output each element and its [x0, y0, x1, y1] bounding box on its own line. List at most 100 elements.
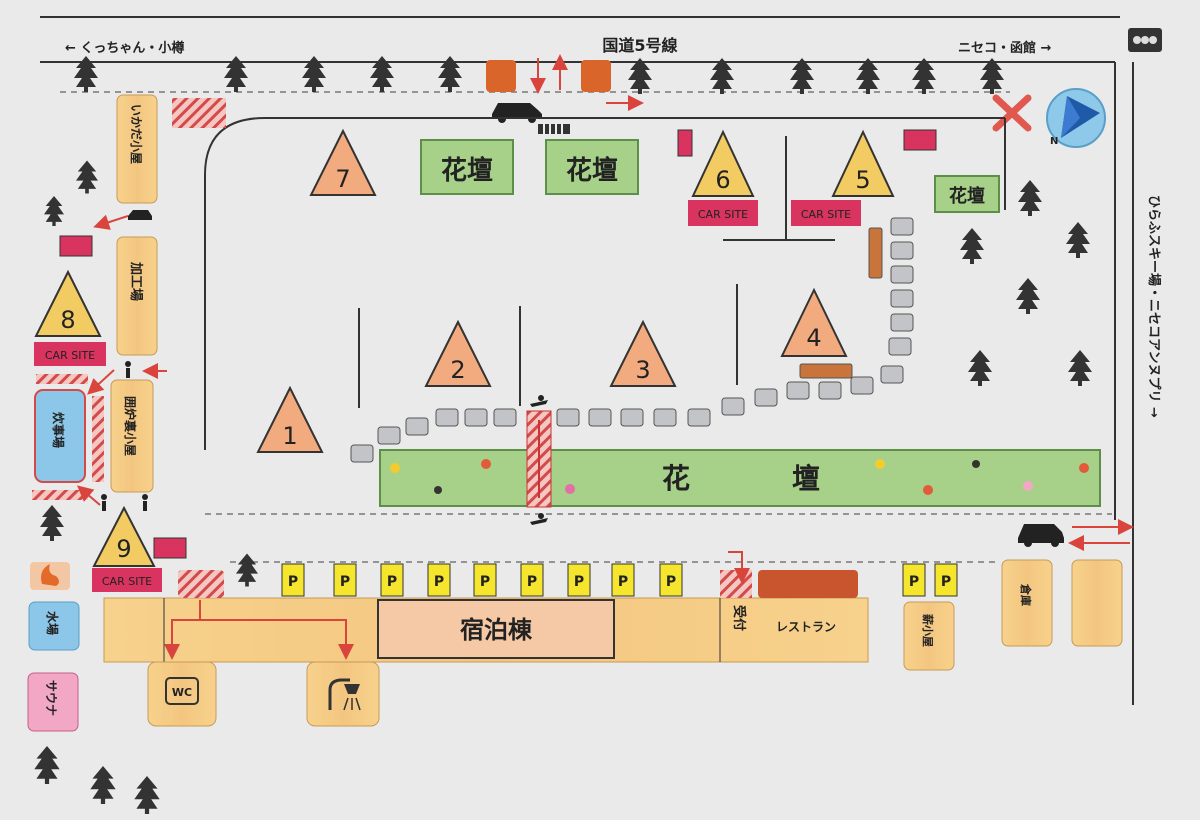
car-icon — [1018, 524, 1064, 547]
svg-text:壇: 壇 — [792, 462, 820, 495]
walking-person-icon — [530, 395, 548, 407]
compass-icon: N — [1046, 88, 1106, 148]
hatched-area — [36, 374, 88, 384]
site-9[interactable]: 9 CAR SITE — [92, 505, 162, 592]
site-dividers — [358, 136, 835, 408]
svg-text:花壇: 花壇 — [441, 155, 493, 186]
side-road-destination: ひらふスキー場・ニセコアンヌプリ → — [1146, 195, 1162, 418]
shower-arrow — [200, 619, 354, 660]
site-8[interactable]: 8 CAR SITE — [34, 269, 106, 366]
svg-text:N: N — [1050, 136, 1058, 147]
walking-person-icon — [125, 361, 131, 378]
car-parking-marker — [59, 235, 93, 257]
svg-text:いかだ小屋: いかだ小屋 — [129, 104, 144, 164]
wc[interactable]: WC — [147, 661, 217, 727]
svg-text:5: 5 — [855, 166, 870, 194]
building-kako: 加工場 — [116, 236, 158, 356]
reception-arrow — [728, 551, 750, 584]
east-destination: ニセコ・函館 → — [958, 40, 1052, 56]
wc-arrow — [164, 600, 201, 660]
route-label: 国道5号線 — [602, 36, 677, 55]
site-7[interactable]: 7 — [309, 128, 377, 196]
svg-text:P: P — [387, 574, 397, 590]
stepping-stone-path — [350, 217, 914, 463]
campfire-icon — [30, 562, 70, 590]
cattle-guard — [538, 124, 570, 134]
site-3[interactable]: 3 — [609, 319, 677, 387]
svg-text:受付: 受付 — [731, 605, 747, 631]
gate-pillar-west — [486, 60, 516, 92]
svg-text:P: P — [480, 574, 490, 590]
svg-text:9: 9 — [116, 535, 131, 563]
svg-text:P: P — [527, 574, 537, 590]
svg-text:薪小屋: 薪小屋 — [921, 614, 935, 647]
building-souko: 倉庫 — [1001, 559, 1053, 647]
reception[interactable]: 受付 — [731, 605, 747, 631]
svg-text:P: P — [340, 574, 350, 590]
svg-text:P: P — [574, 574, 584, 590]
west-destination: ← くっちゃん・小樽 — [65, 40, 184, 56]
car-icon — [128, 210, 152, 220]
svg-text:倉庫: 倉庫 — [1019, 583, 1033, 606]
site-4[interactable]: 4 — [780, 287, 848, 357]
svg-text:花: 花 — [662, 462, 690, 495]
direction-arrow — [76, 485, 101, 506]
svg-text:サウナ: サウナ — [44, 680, 58, 716]
svg-text:3: 3 — [635, 356, 650, 384]
svg-text:P: P — [941, 574, 951, 590]
car-site-badge: CAR SITE — [45, 349, 95, 362]
car-site-badge: CAR SITE — [801, 208, 851, 221]
hatched-area — [172, 98, 226, 128]
svg-text:水場: 水場 — [45, 611, 60, 635]
restaurant[interactable]: レストラン — [776, 620, 836, 634]
site-6[interactable]: 6 CAR SITE — [688, 129, 758, 226]
restaurant-roof — [758, 570, 858, 598]
svg-text:P: P — [618, 574, 628, 590]
building-mizuba: 水場 — [28, 601, 80, 651]
svg-text:4: 4 — [806, 324, 821, 352]
car-parking-marker — [903, 129, 937, 151]
building-maki: 薪小屋 — [903, 601, 955, 671]
building-ikada: いかだ小屋 — [116, 94, 158, 204]
no-entry-icon — [992, 94, 1032, 132]
site-5[interactable]: 5 CAR SITE — [791, 129, 895, 226]
building-suiji: 炊事場 — [34, 389, 86, 483]
direction-arrow — [93, 214, 129, 230]
walking-person-icon — [142, 494, 148, 511]
svg-text:炊事場: 炊事場 — [51, 412, 66, 448]
storage-building — [1071, 559, 1123, 647]
walking-person-icon — [101, 494, 107, 511]
building-irori: 囲炉裏小屋 — [110, 379, 154, 493]
flowerbed-3: 花壇 — [934, 175, 1000, 213]
bench — [799, 363, 853, 379]
car-parking-marker — [153, 537, 187, 559]
svg-text:P: P — [909, 574, 919, 590]
svg-text:囲炉裏小屋: 囲炉裏小屋 — [123, 396, 138, 456]
side-road: ひらふスキー場・ニセコアンヌプリ → — [1114, 62, 1162, 705]
svg-text:7: 7 — [335, 165, 350, 193]
bench — [868, 227, 883, 279]
lodging-entrance — [178, 570, 224, 598]
svg-text:花壇: 花壇 — [949, 185, 985, 207]
svg-text:8: 8 — [60, 306, 75, 334]
hatched-area — [92, 396, 104, 482]
walking-person-icon — [530, 513, 548, 525]
lodging-building: 宿泊棟 — [377, 599, 615, 659]
svg-text:宿泊棟: 宿泊棟 — [460, 616, 533, 644]
car-site-badge: CAR SITE — [102, 575, 152, 588]
flowerbed-1: 花壇 — [420, 139, 514, 195]
svg-text:P: P — [434, 574, 444, 590]
main-flowerbed: 花 壇 — [379, 449, 1101, 507]
svg-text:WC: WC — [172, 686, 192, 699]
svg-text:加工場: 加工場 — [128, 261, 144, 301]
hatched-area — [32, 490, 88, 500]
site-2[interactable]: 2 — [424, 319, 492, 387]
reception-entrance — [720, 570, 752, 598]
svg-text:6: 6 — [715, 166, 730, 194]
traffic-light-icon — [1128, 28, 1162, 52]
shower[interactable] — [306, 661, 380, 727]
site-1[interactable]: 1 — [256, 385, 324, 453]
svg-text:1: 1 — [282, 422, 297, 450]
building-sauna: サウナ — [27, 672, 79, 732]
